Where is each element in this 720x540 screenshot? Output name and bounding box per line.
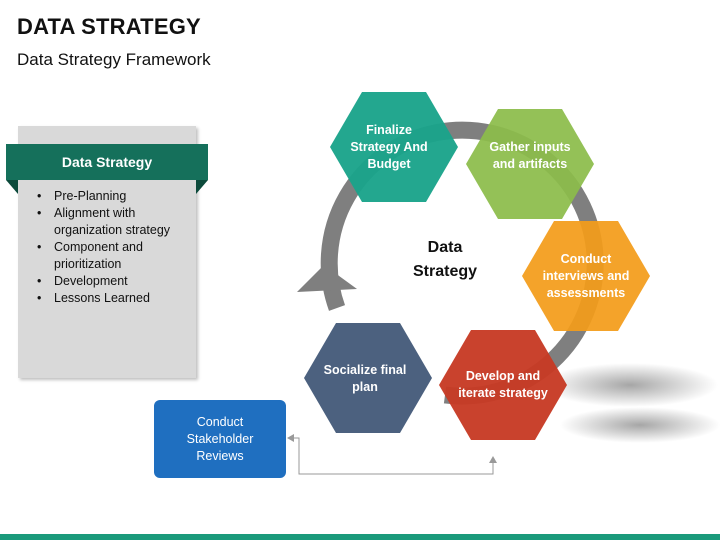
footer-bar [0, 534, 720, 540]
step-label: Gather inputs and artifacts [489, 140, 571, 171]
connector-arrow-head [287, 434, 294, 442]
ribbon-fold-right [196, 180, 208, 194]
hexagon-socialize-plan [304, 323, 432, 433]
hexagon-shadow [542, 363, 718, 407]
stakeholder-reviews-box: Conduct Stakeholder Reviews [154, 400, 286, 478]
center-label: Data Strategy [412, 239, 478, 280]
connector-line [289, 437, 494, 475]
step-label: Finalize Strategy And Budget [350, 123, 428, 171]
connector-arrow-head [489, 456, 497, 463]
step-label: Conduct interviews and assessments [542, 252, 630, 300]
panel-list-item: Lessons Learned [34, 290, 194, 307]
panel-list-item: Alignment with organization strategy [34, 205, 194, 239]
hexagon-develop-iterate [439, 330, 567, 440]
panel-list-item: Component and prioritization [34, 239, 194, 273]
page-subtitle: Data Strategy Framework [17, 50, 211, 69]
cycle-arrow-head [297, 265, 357, 292]
panel-heading: Data Strategy [6, 144, 208, 180]
ribbon-fold-left [6, 180, 18, 194]
hexagon-gather-inputs [466, 109, 594, 219]
step-label: Develop and iterate strategy [458, 369, 548, 400]
step-label: Socialize final plan [323, 363, 407, 394]
hexagon-finalize-strategy [330, 92, 458, 202]
panel-list: Pre-Planning Alignment with organization… [34, 188, 194, 307]
panel-list-item: Pre-Planning [34, 188, 194, 205]
hexagon-shadow [560, 407, 720, 443]
page-title: DATA STRATEGY [17, 14, 201, 39]
panel-list-item: Development [34, 273, 194, 290]
hexagon-conduct-interviews [522, 221, 650, 331]
